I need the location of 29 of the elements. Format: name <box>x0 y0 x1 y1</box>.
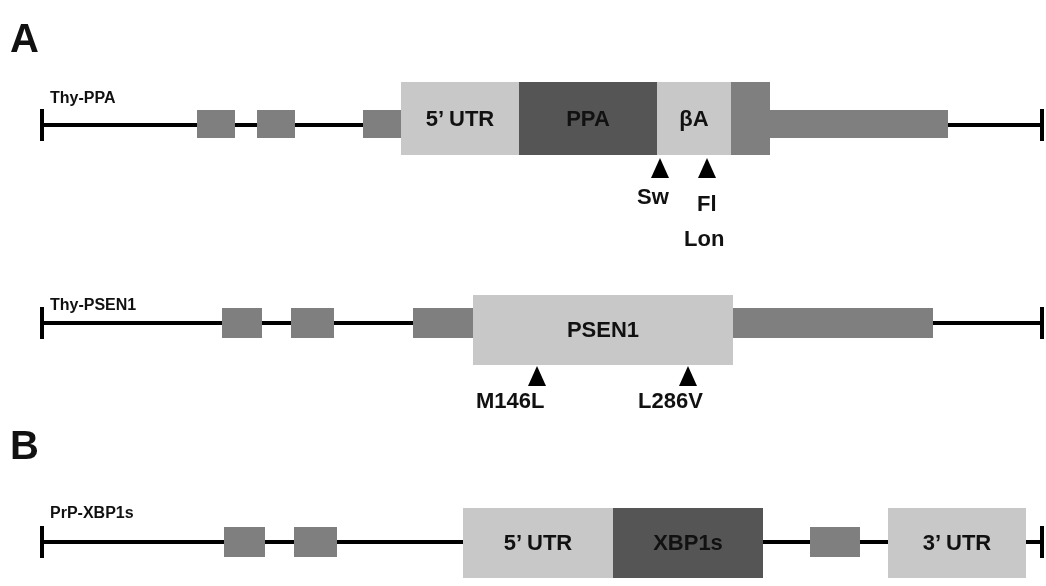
construct-name: PrP-XBP1s <box>50 505 134 521</box>
gene-segment: βA <box>657 82 731 155</box>
mutation-label: Fl <box>697 193 717 215</box>
panel-letter: B <box>10 425 39 465</box>
exon-block <box>294 527 337 557</box>
exon-block <box>810 527 860 557</box>
gene-segment: PPA <box>519 82 657 155</box>
exon-block <box>363 110 401 138</box>
mutation-label: Lon <box>684 228 725 250</box>
exon-block <box>733 308 933 338</box>
gene-segment: PSEN1 <box>473 295 733 365</box>
exon-block <box>197 110 235 138</box>
construct-name: Thy-PPA <box>50 90 116 106</box>
construct-name: Thy-PSEN1 <box>50 297 137 313</box>
exon-block <box>257 110 295 138</box>
gene-segment: 5’ UTR <box>463 508 613 578</box>
exon-block <box>413 308 473 338</box>
gene-segment: 5’ UTR <box>401 82 519 155</box>
exon-block <box>291 308 334 338</box>
exon-block <box>224 527 265 557</box>
mutation-label: Sw <box>637 186 669 208</box>
exon-block <box>731 82 770 155</box>
mutation-label: L286V <box>638 390 703 412</box>
panel-letter: A <box>10 18 39 58</box>
mutation-label: M146L <box>476 390 545 412</box>
exon-block <box>222 308 262 338</box>
exon-block <box>770 110 948 138</box>
gene-segment: 3’ UTR <box>888 508 1026 578</box>
gene-segment: XBP1s <box>613 508 763 578</box>
